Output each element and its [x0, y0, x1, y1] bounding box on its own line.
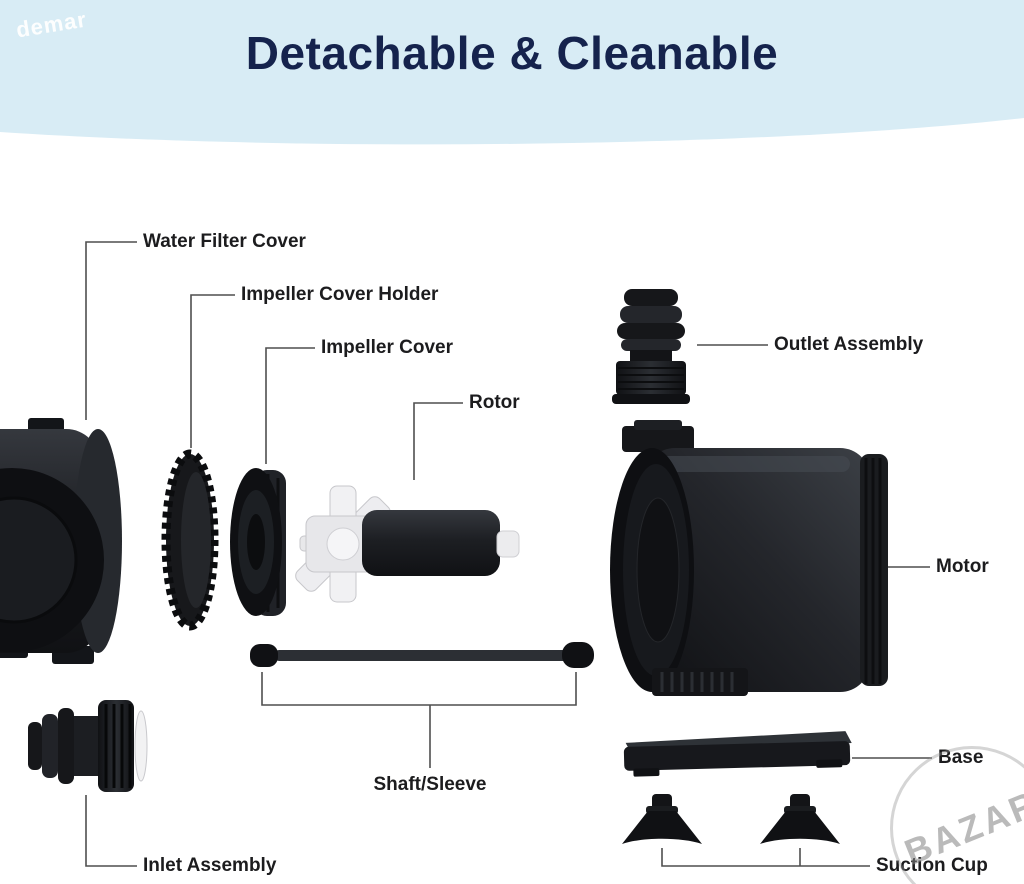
- label-inlet-assembly: Inlet Assembly: [143, 855, 277, 876]
- label-rotor: Rotor: [469, 392, 520, 413]
- label-impeller-cover-holder: Impeller Cover Holder: [241, 284, 439, 305]
- impeller-cover-holder-illustration: [161, 449, 219, 631]
- label-outlet-assembly: Outlet Assembly: [774, 334, 924, 355]
- label-shaft-sleeve: Shaft/Sleeve: [373, 774, 487, 795]
- label-motor: Motor: [936, 556, 989, 577]
- banner-background: [0, 0, 1024, 145]
- label-impeller-cover: Impeller Cover: [321, 337, 453, 358]
- page-title: Detachable & Cleanable: [245, 27, 779, 79]
- rotor-illustration: [295, 485, 520, 603]
- label-base: Base: [938, 747, 984, 768]
- label-water-filter-cover: Water Filter Cover: [143, 231, 306, 252]
- motor-illustration: [610, 420, 888, 696]
- suction-cup-left-illustration: [622, 794, 702, 844]
- inlet-assembly-illustration: [28, 700, 148, 792]
- suction-cup-right-illustration: [760, 794, 840, 844]
- water-filter-cover-illustration: [0, 418, 122, 664]
- base-illustration: [623, 731, 852, 777]
- shaft-sleeve-illustration: [250, 642, 594, 668]
- watermark-bazar-text: BAZAR: [898, 782, 1024, 873]
- outlet-assembly-illustration: [612, 289, 690, 404]
- label-suction-cup: Suction Cup: [876, 855, 988, 876]
- leader-lines: [85, 241, 932, 867]
- impeller-cover-illustration: [230, 468, 286, 616]
